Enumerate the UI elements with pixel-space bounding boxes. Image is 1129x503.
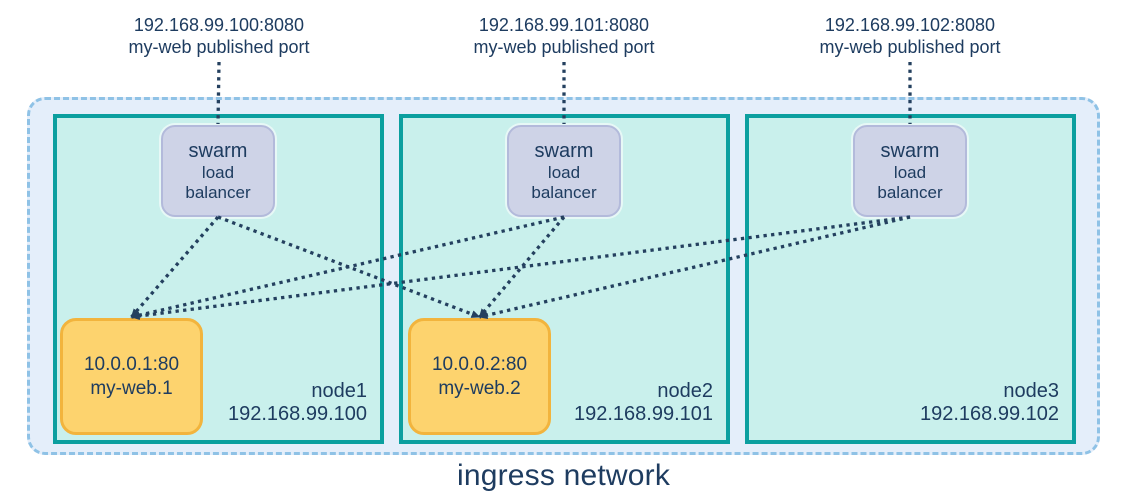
published-port-description: my-web published port (819, 37, 1001, 57)
task-name: my-web.1 (90, 377, 173, 399)
node-ip: 192.168.99.101 (573, 403, 713, 425)
lb-text: swarm (880, 139, 940, 162)
task-name: my-web.2 (438, 377, 521, 399)
published-port-description: my-web published port (128, 37, 310, 57)
swarm-load-balancer-node2: swarm load balancer (507, 125, 621, 217)
node-name: node2 (657, 380, 713, 402)
lb-text: balancer (531, 182, 597, 202)
published-port-label-3: 192.168.99.102:8080 my-web published por… (770, 14, 1050, 58)
swarm-load-balancer-node3: swarm load balancer (853, 125, 967, 217)
lb-text: balancer (185, 182, 251, 202)
node-ip: 192.168.99.102 (919, 403, 1059, 425)
published-port-description: my-web published port (473, 37, 655, 57)
published-port-address: 192.168.99.101:8080 (478, 15, 650, 35)
task-address: 10.0.0.2:80 (431, 353, 528, 375)
published-port-address: 192.168.99.100:8080 (133, 15, 305, 35)
lb-text: load (547, 162, 581, 182)
node-label: node3 192.168.99.102 (920, 380, 1059, 426)
node-ip: 192.168.99.100 (227, 403, 367, 425)
lb-text: load (201, 162, 235, 182)
lb-text: balancer (877, 182, 943, 202)
task-address: 10.0.0.1:80 (83, 353, 180, 375)
lb-text: load (893, 162, 927, 182)
lb-text: swarm (188, 139, 248, 162)
task-box-my-web-2: 10.0.0.2:80 my-web.2 (408, 318, 551, 435)
published-port-address: 192.168.99.102:8080 (824, 15, 996, 35)
node-label: node1 192.168.99.100 (228, 380, 367, 426)
ingress-network-caption: ingress network (456, 459, 671, 492)
swarm-load-balancer-node1: swarm load balancer (161, 125, 275, 217)
lb-text: swarm (534, 139, 594, 162)
published-port-label-1: 192.168.99.100:8080 my-web published por… (79, 14, 359, 58)
task-box-my-web-1: 10.0.0.1:80 my-web.1 (60, 318, 203, 435)
node-label: node2 192.168.99.101 (574, 380, 713, 426)
published-port-label-2: 192.168.99.101:8080 my-web published por… (424, 14, 704, 58)
node-name: node3 (1003, 380, 1059, 402)
node-name: node1 (311, 380, 367, 402)
